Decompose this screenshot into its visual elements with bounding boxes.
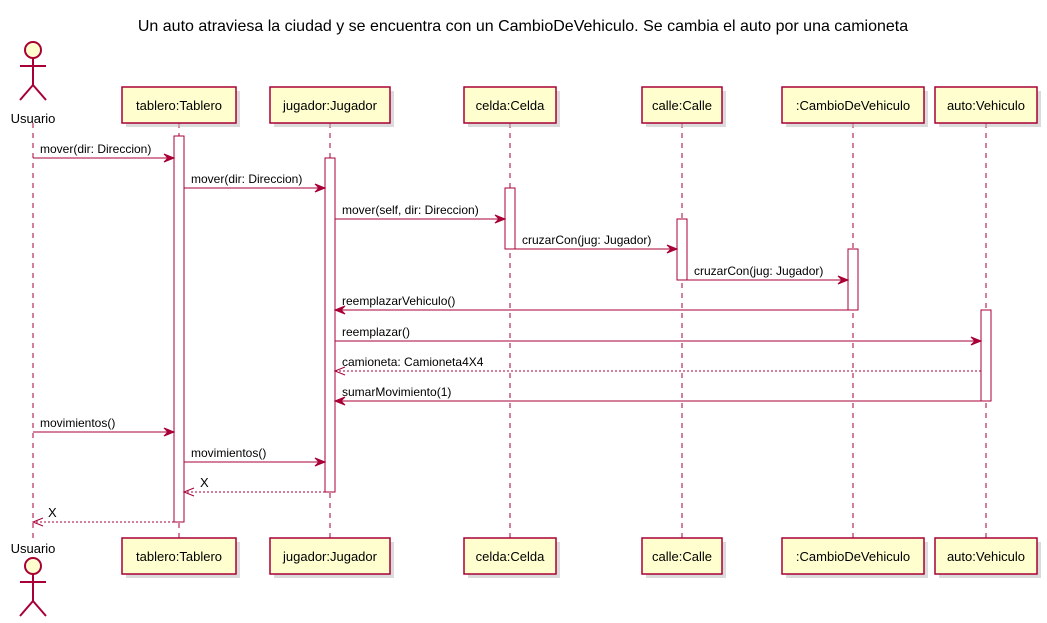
participant-label: celda:Celda <box>476 98 545 113</box>
arrowhead-open <box>333 366 346 376</box>
arrowhead-filled <box>494 214 507 224</box>
participant-box-tablero-top: tablero:Tablero <box>121 86 240 127</box>
message-5: cruzarCon(jug: Jugador) <box>687 264 850 285</box>
participant-box-calle-bottom: calle:Calle <box>641 537 726 578</box>
messages: mover(dir: Direccion) mover(dir: Direccio… <box>31 142 983 527</box>
participant-label: tablero:Tablero <box>136 98 222 113</box>
participant-label: jugador:Jugador <box>282 98 378 113</box>
diagram-title: Un auto atraviesa la ciudad y se encuent… <box>138 18 908 35</box>
arrowhead-filled <box>333 305 346 315</box>
message-11: movimientos() <box>184 446 327 467</box>
message-label: movimientos() <box>40 416 115 430</box>
activation-bar-auto <box>980 309 992 402</box>
participant-box-cambio-bottom: :CambioDeVehiculo <box>781 537 928 578</box>
message-label: mover(self, dir: Direccion) <box>342 203 479 217</box>
participant-box-auto-bottom: auto:Vehiculo <box>934 537 1041 578</box>
message-label: cruzarCon(jug: Jugador) <box>694 264 823 278</box>
participant-label: calle:Calle <box>652 549 712 564</box>
message-label: cruzarCon(jug: Jugador) <box>522 233 651 247</box>
actor-icon <box>19 41 47 101</box>
message-10: movimientos() <box>33 416 176 437</box>
message-label: sumarMovimiento(1) <box>342 385 451 399</box>
message-2: mover(dir: Direccion) <box>184 172 327 193</box>
arrowhead-filled <box>837 275 850 285</box>
participant-box-jugador-top: jugador:Jugador <box>269 86 394 127</box>
message-6: reemplazarVehiculo() <box>333 294 848 315</box>
participant-label: :CambioDeVehiculo <box>796 549 910 564</box>
message-label: mover(dir: Direccion) <box>40 142 151 156</box>
activation-bar-calle <box>676 218 688 281</box>
participant-box-cambio-top: :CambioDeVehiculo <box>781 86 928 127</box>
arrowhead-filled <box>333 396 346 406</box>
participant-label: tablero:Tablero <box>136 549 222 564</box>
participant-label: jugador:Jugador <box>282 549 378 564</box>
participants: UsuarioUsuariotablero:Tablerotablero:Tab… <box>11 41 1041 617</box>
actor-usuario-top: Usuario <box>11 41 56 126</box>
message-label: reemplazarVehiculo() <box>342 294 455 308</box>
message-label: camioneta: Camioneta4X4 <box>342 355 484 369</box>
activation-bar-tablero <box>173 135 185 523</box>
participant-box-calle-top: calle:Calle <box>641 86 726 127</box>
participant-label: auto:Vehiculo <box>947 549 1025 564</box>
arrowhead-filled <box>163 153 176 163</box>
participant-label: celda:Celda <box>476 549 545 564</box>
message-12: X <box>182 475 325 497</box>
message-3: mover(self, dir: Direccion) <box>335 203 507 224</box>
activation-bar-jugador <box>324 157 336 493</box>
participant-label: calle:Calle <box>652 98 712 113</box>
actor-usuario-bottom: Usuario <box>11 541 56 617</box>
participant-box-celda-bottom: celda:Celda <box>463 537 560 578</box>
message-label: X <box>200 475 209 490</box>
actor-icon <box>19 557 47 617</box>
message-1: mover(dir: Direccion) <box>33 142 176 163</box>
message-4: cruzarCon(jug: Jugador) <box>515 233 679 254</box>
activation-bars <box>173 135 992 523</box>
activation-bar-cambio <box>847 248 859 311</box>
activation-bar-celda <box>504 187 516 250</box>
message-7: reemplazar() <box>335 325 983 346</box>
participant-box-jugador-bottom: jugador:Jugador <box>269 537 394 578</box>
arrowhead-filled <box>163 427 176 437</box>
arrowhead-filled <box>970 336 983 346</box>
participant-label: auto:Vehiculo <box>947 98 1025 113</box>
actor-label: Usuario <box>11 541 56 556</box>
message-label: movimientos() <box>191 446 266 460</box>
arrowhead-filled <box>314 457 327 467</box>
arrowhead-filled <box>314 183 327 193</box>
message-13: X <box>31 505 174 527</box>
message-label: mover(dir: Direccion) <box>191 172 302 186</box>
arrowhead-open <box>182 487 195 497</box>
message-9: sumarMovimiento(1) <box>333 385 981 406</box>
message-label: reemplazar() <box>342 325 410 339</box>
actor-label: Usuario <box>11 111 56 126</box>
message-8: camioneta: Camioneta4X4 <box>333 355 981 376</box>
participant-label: :CambioDeVehiculo <box>796 98 910 113</box>
participant-box-celda-top: celda:Celda <box>463 86 560 127</box>
participant-box-tablero-bottom: tablero:Tablero <box>121 537 240 578</box>
arrowhead-open <box>31 517 44 527</box>
message-label: X <box>48 505 57 520</box>
participant-box-auto-top: auto:Vehiculo <box>934 86 1041 127</box>
arrowhead-filled <box>666 244 679 254</box>
